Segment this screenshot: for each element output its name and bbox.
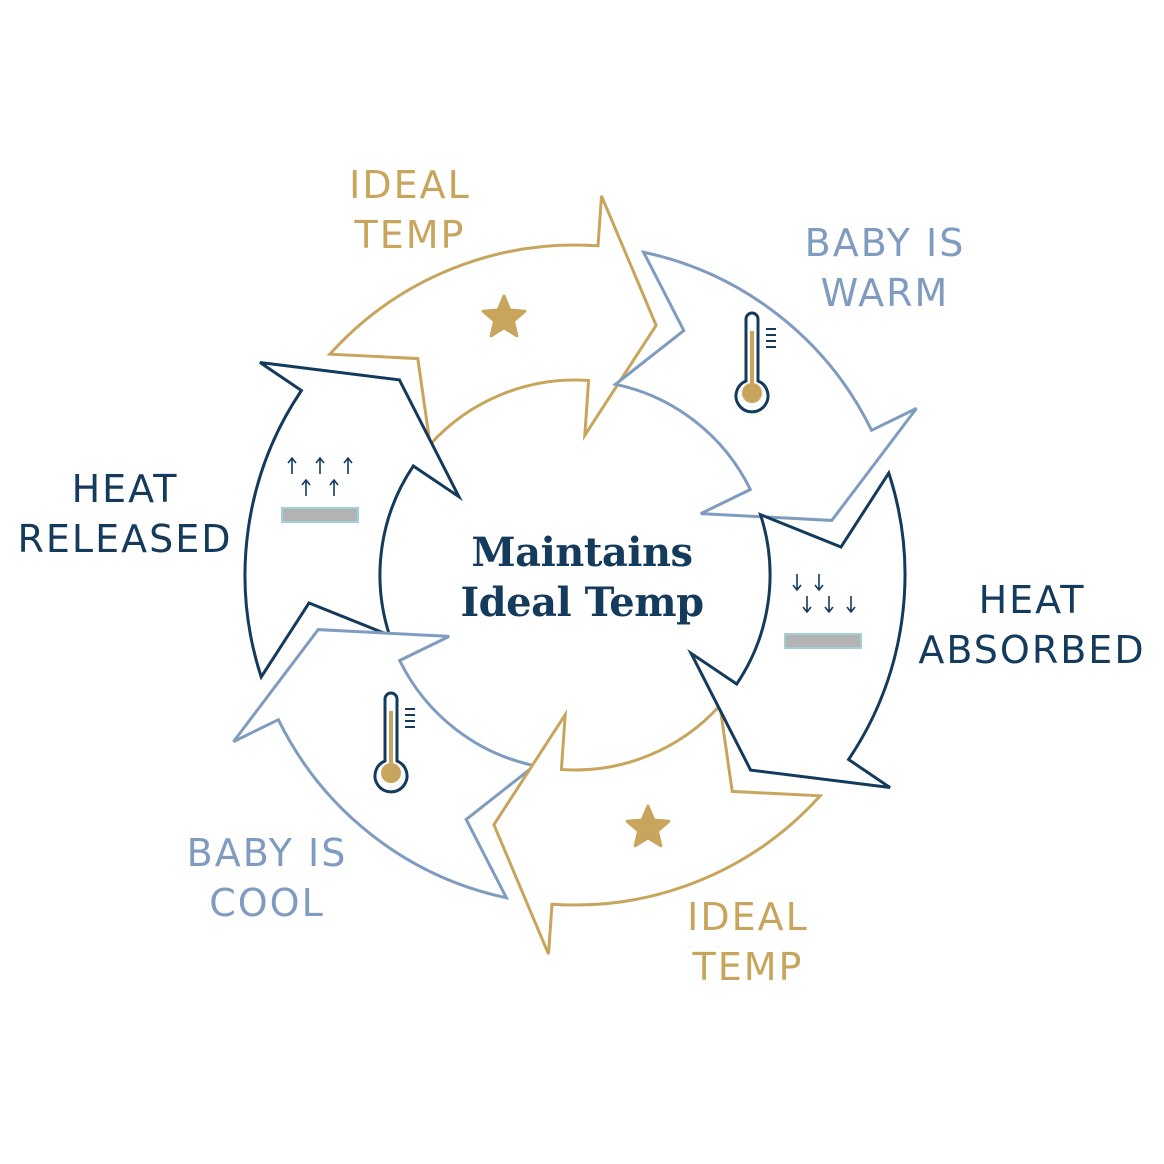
- stage-label-line1: IDEAL: [687, 895, 809, 939]
- cycle-arrow-heat-absorbed: [687, 469, 907, 789]
- stage-label-line1: HEAT: [71, 467, 179, 511]
- stage-label-line1: BABY IS: [186, 831, 348, 875]
- center-title: Maintains Ideal Temp: [432, 528, 732, 628]
- thermometer-icon: [734, 311, 776, 414]
- stage-label-ideal-temp-bottom: IDEAL TEMP: [668, 892, 828, 992]
- stage-label-line1: IDEAL: [349, 163, 471, 207]
- stage-label-line2: TEMP: [354, 213, 466, 257]
- stage-label-line1: HEAT: [978, 578, 1086, 622]
- stage-label-line2: COOL: [209, 881, 325, 925]
- stage-label-heat-released: HEAT RELEASED: [6, 464, 244, 564]
- star-icon: [625, 804, 671, 848]
- star-icon: [481, 294, 527, 338]
- center-title-line2: Ideal Temp: [460, 579, 704, 626]
- stage-label-baby-is-cool: BABY IS COOL: [172, 828, 362, 928]
- cycle-icons: [281, 294, 862, 848]
- center-title-line1: Maintains: [471, 529, 693, 576]
- stage-label-line2: RELEASED: [17, 517, 233, 561]
- stage-label-ideal-temp-top: IDEAL TEMP: [330, 160, 490, 260]
- stage-label-line2: ABSORBED: [918, 628, 1146, 672]
- thermometer-icon: [373, 691, 415, 794]
- heat-release-icon: [281, 456, 359, 523]
- stage-label-heat-absorbed: HEAT ABSORBED: [912, 575, 1152, 675]
- stage-label-line2: WARM: [820, 271, 950, 315]
- stage-label-baby-is-warm: BABY IS WARM: [790, 218, 980, 318]
- stage-label-line1: BABY IS: [804, 221, 966, 265]
- stage-label-line2: TEMP: [692, 945, 804, 989]
- heat-absorb-icon: [784, 574, 862, 649]
